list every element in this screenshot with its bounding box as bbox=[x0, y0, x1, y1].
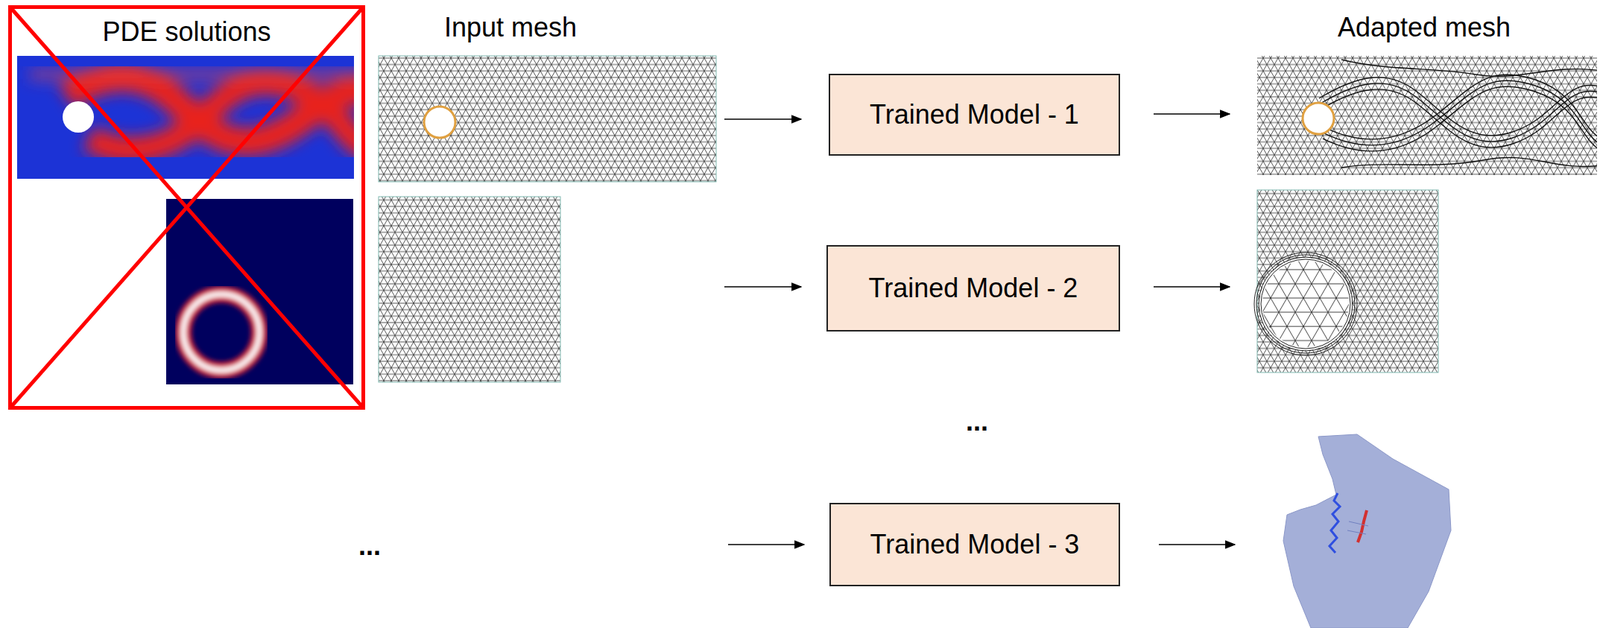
crossed-out-panel: PDE solutions bbox=[8, 5, 366, 410]
ellipsis: ... bbox=[965, 406, 989, 437]
column-heading: Input mesh bbox=[444, 11, 577, 43]
adapted-mesh bbox=[1254, 190, 1439, 373]
box-label: Trained Model - 3 bbox=[870, 529, 1080, 560]
input-mesh bbox=[378, 196, 561, 383]
ellipsis: ... bbox=[358, 530, 381, 562]
process-box: Trained Model - 1 bbox=[828, 73, 1121, 156]
column-heading: Adapted mesh bbox=[1337, 11, 1511, 43]
box-label: Trained Model - 2 bbox=[868, 272, 1079, 304]
adapted-mesh bbox=[1283, 434, 1451, 628]
process-box: Trained Model - 3 bbox=[829, 503, 1121, 587]
input-mesh bbox=[378, 55, 717, 182]
adapted-mesh bbox=[1257, 55, 1598, 176]
arrow bbox=[724, 114, 1235, 545]
panel-heading: PDE solutions bbox=[102, 16, 271, 47]
box-label: Trained Model - 1 bbox=[869, 99, 1080, 130]
process-box: Trained Model - 2 bbox=[826, 245, 1121, 332]
cross-out bbox=[10, 7, 363, 408]
